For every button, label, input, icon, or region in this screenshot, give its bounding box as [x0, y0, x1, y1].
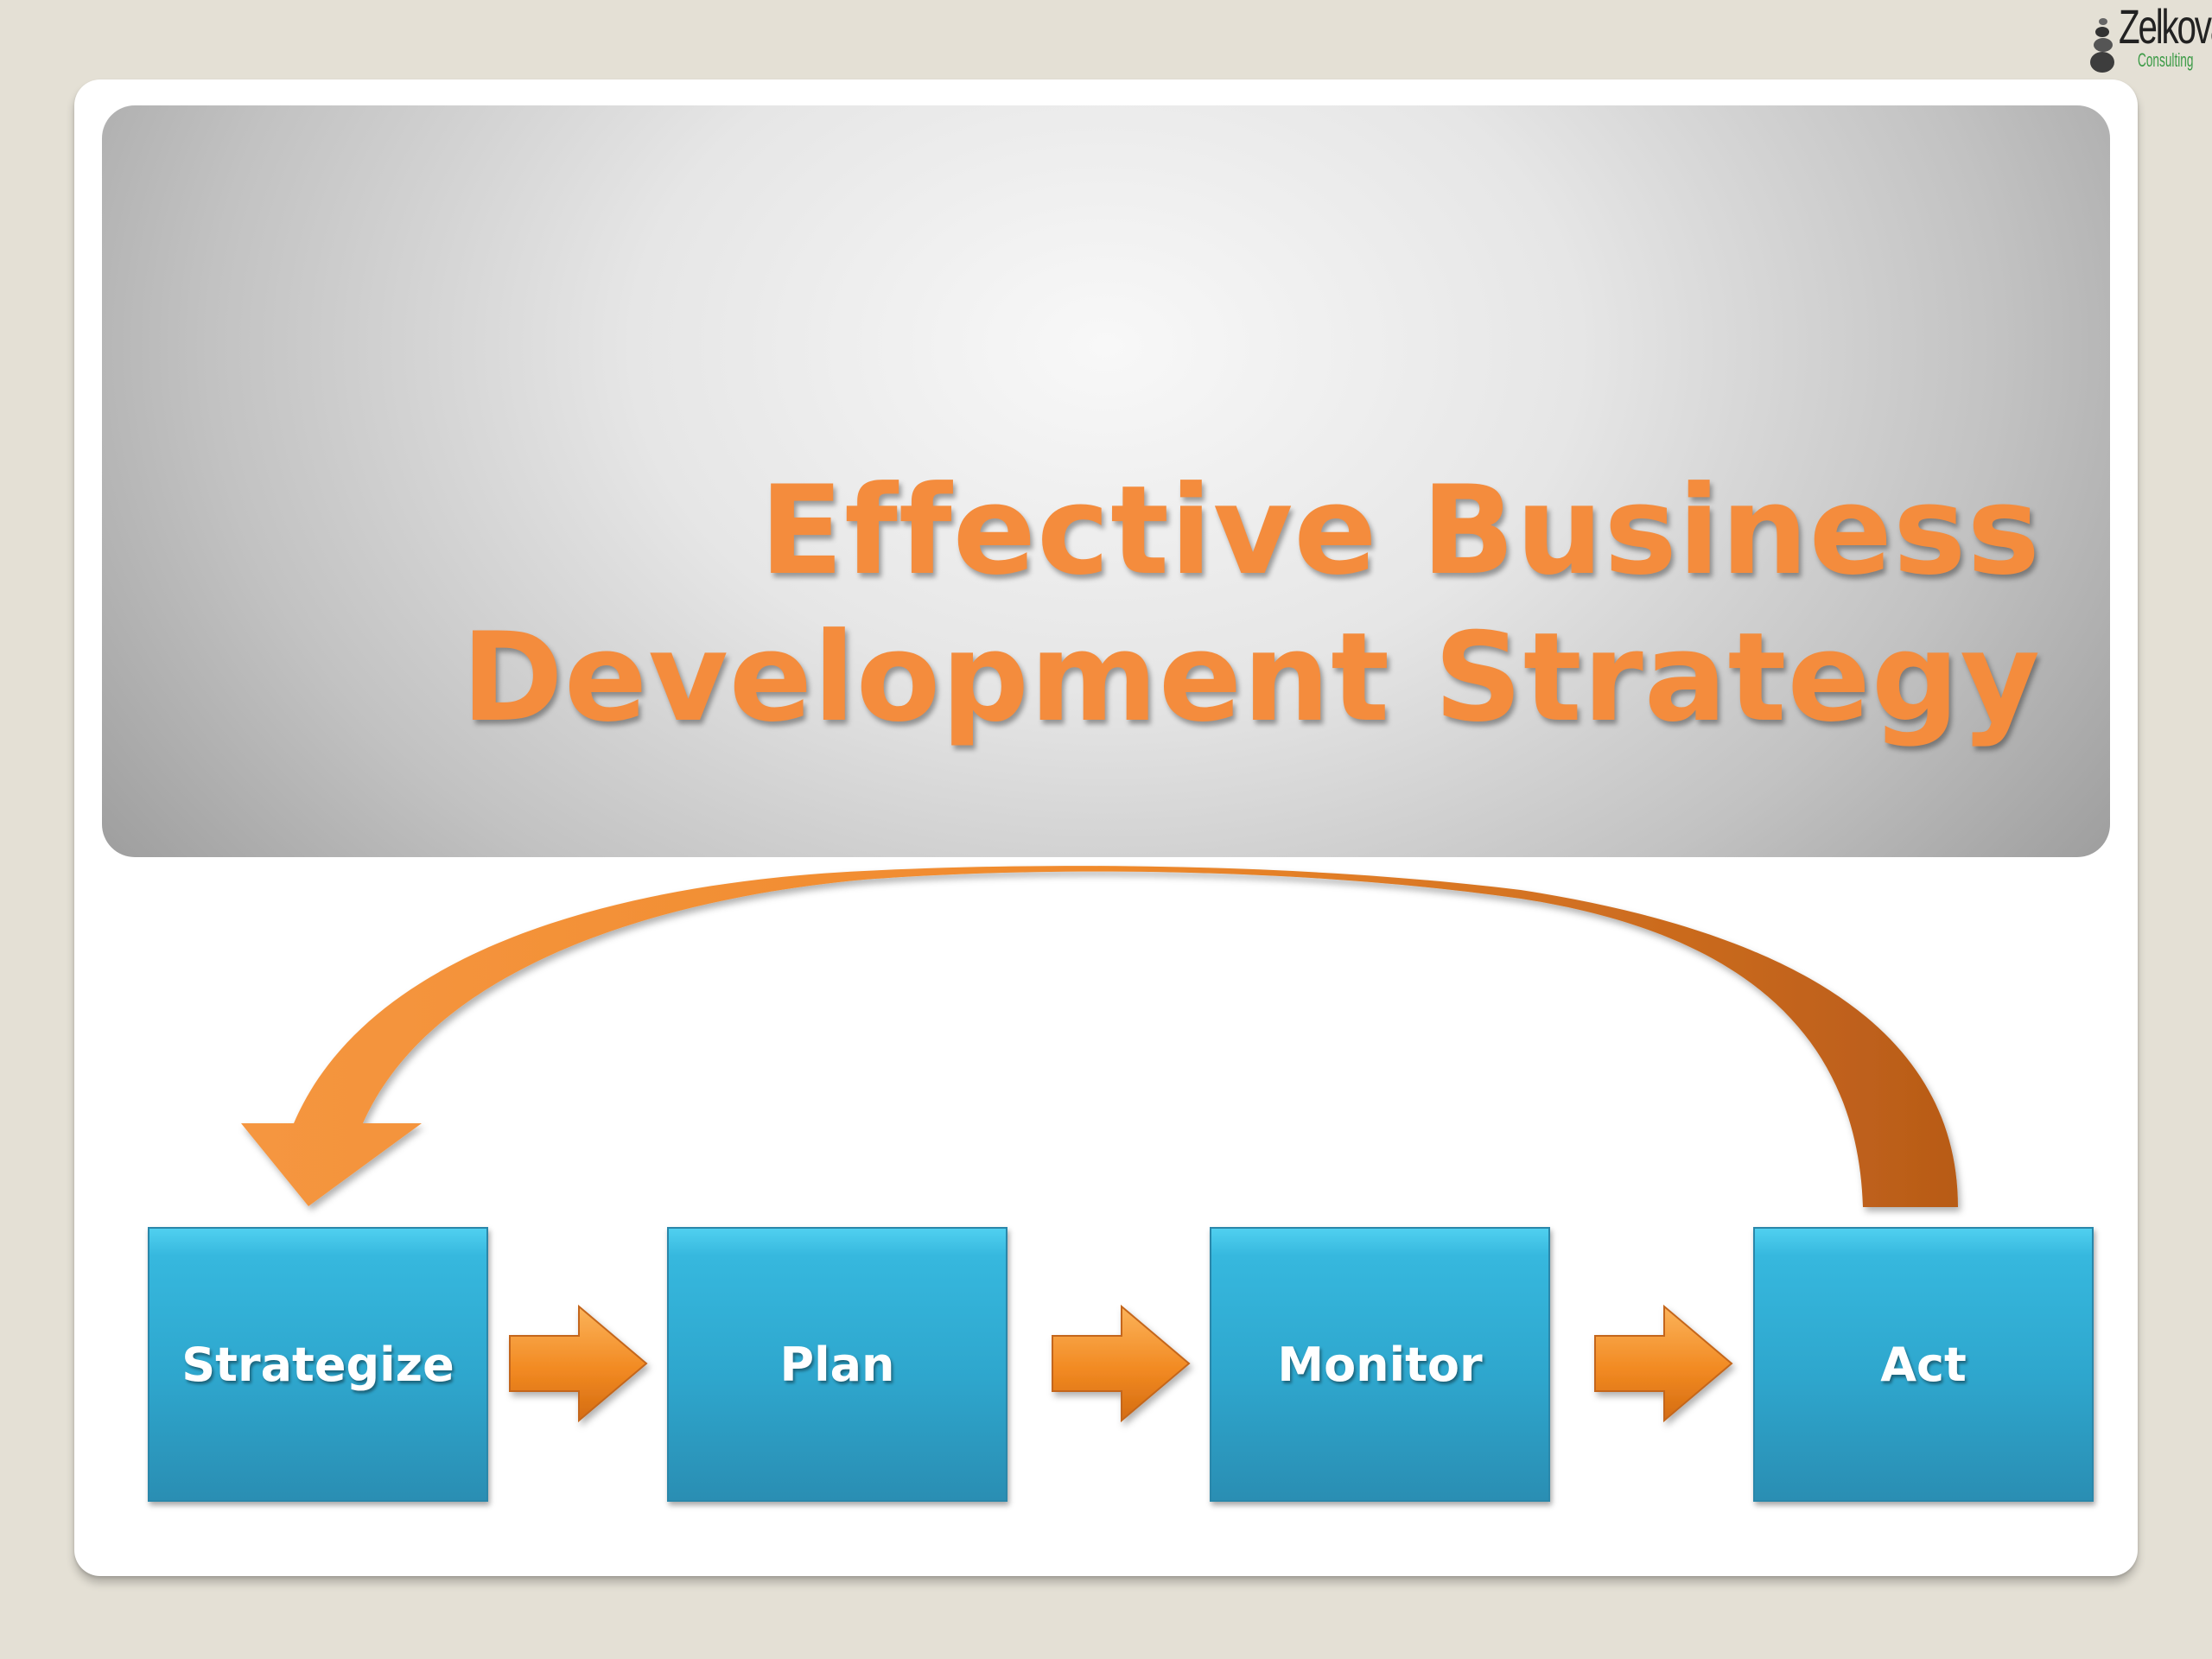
zelkova-logo: Zelkova Consulting	[2084, 0, 2212, 79]
step-label-act: Act	[1880, 1337, 1967, 1392]
slide-title-line-1: Effective Business	[760, 460, 2041, 602]
step-label-strategize: Strategize	[181, 1337, 454, 1392]
step-label-plan: Plan	[779, 1337, 895, 1392]
logo-name: Zelkova	[2119, 0, 2212, 54]
step-label-monitor: Monitor	[1277, 1337, 1483, 1392]
logo-subtitle: Consulting	[2138, 49, 2194, 71]
step-box-strategize: Strategize	[148, 1227, 488, 1502]
slide-title: Effective Business Development Strategy	[461, 458, 2041, 752]
step-box-act: Act	[1753, 1227, 2094, 1502]
step-box-plan: Plan	[667, 1227, 1007, 1502]
title-panel: Effective Business Development Strategy	[102, 105, 2110, 857]
slide-title-line-2: Development Strategy	[461, 607, 2041, 749]
step-box-monitor: Monitor	[1210, 1227, 1550, 1502]
stacked-stones-icon	[2090, 18, 2114, 73]
